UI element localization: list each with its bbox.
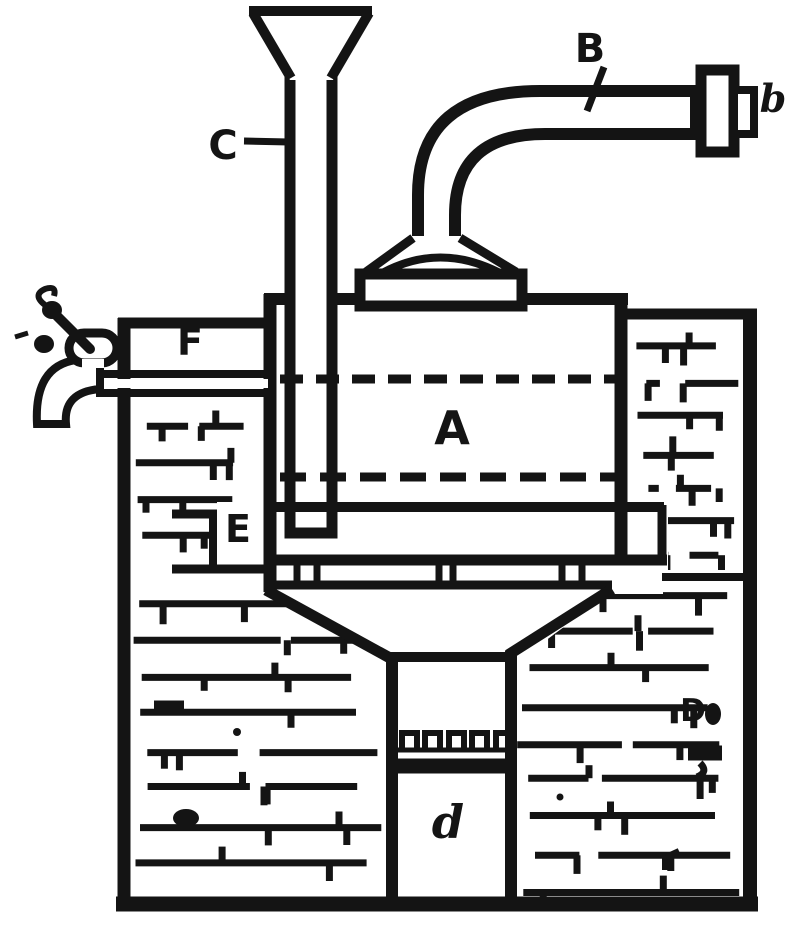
tap-spout — [32, 356, 104, 428]
label-vessel-a: A — [434, 401, 470, 455]
label-flue-e: E — [225, 507, 251, 551]
pipe-elbow — [412, 85, 702, 264]
drip-mark — [14, 330, 29, 340]
bricks-right-upper — [631, 332, 739, 570]
tap-handle-blob — [34, 335, 54, 353]
label-chamber-f: F — [177, 320, 203, 364]
print-smudges — [154, 700, 722, 870]
label-brickwork-d: D — [680, 693, 706, 729]
outlet-pipe-b — [354, 64, 758, 312]
water-tap — [14, 284, 268, 428]
tap-handle-knob — [42, 301, 62, 319]
hopper-right-slant — [505, 584, 615, 660]
label-pipe-b: B — [575, 26, 606, 72]
flue-ledge-left — [172, 509, 266, 574]
funnel-cone — [243, 6, 374, 146]
labels: A B C D E F b d — [177, 26, 786, 849]
tap-handle — [52, 311, 95, 354]
label-b-leader — [583, 65, 608, 113]
pipe-base-flange — [354, 268, 528, 312]
label-firebox-d: d — [432, 795, 464, 849]
bricks-left-upper — [135, 410, 244, 553]
hopper-and-firebox — [263, 584, 615, 903]
pipe-bell-curve — [382, 253, 500, 276]
bricks-left-lower — [133, 600, 382, 881]
rim-rivets — [293, 559, 586, 585]
tap-handle-curl — [35, 284, 58, 308]
label-pipe-end-b: b — [760, 76, 787, 121]
end-stub — [730, 86, 758, 138]
water-level-lines — [266, 374, 664, 512]
flue-ledge-right — [657, 505, 743, 581]
funnel-stem-tube — [284, 62, 338, 539]
hopper-left-slant — [263, 585, 393, 663]
grate — [390, 730, 512, 774]
label-c-leader — [243, 137, 290, 146]
label-funnel-c: C — [208, 123, 237, 169]
end-flange — [695, 64, 740, 158]
